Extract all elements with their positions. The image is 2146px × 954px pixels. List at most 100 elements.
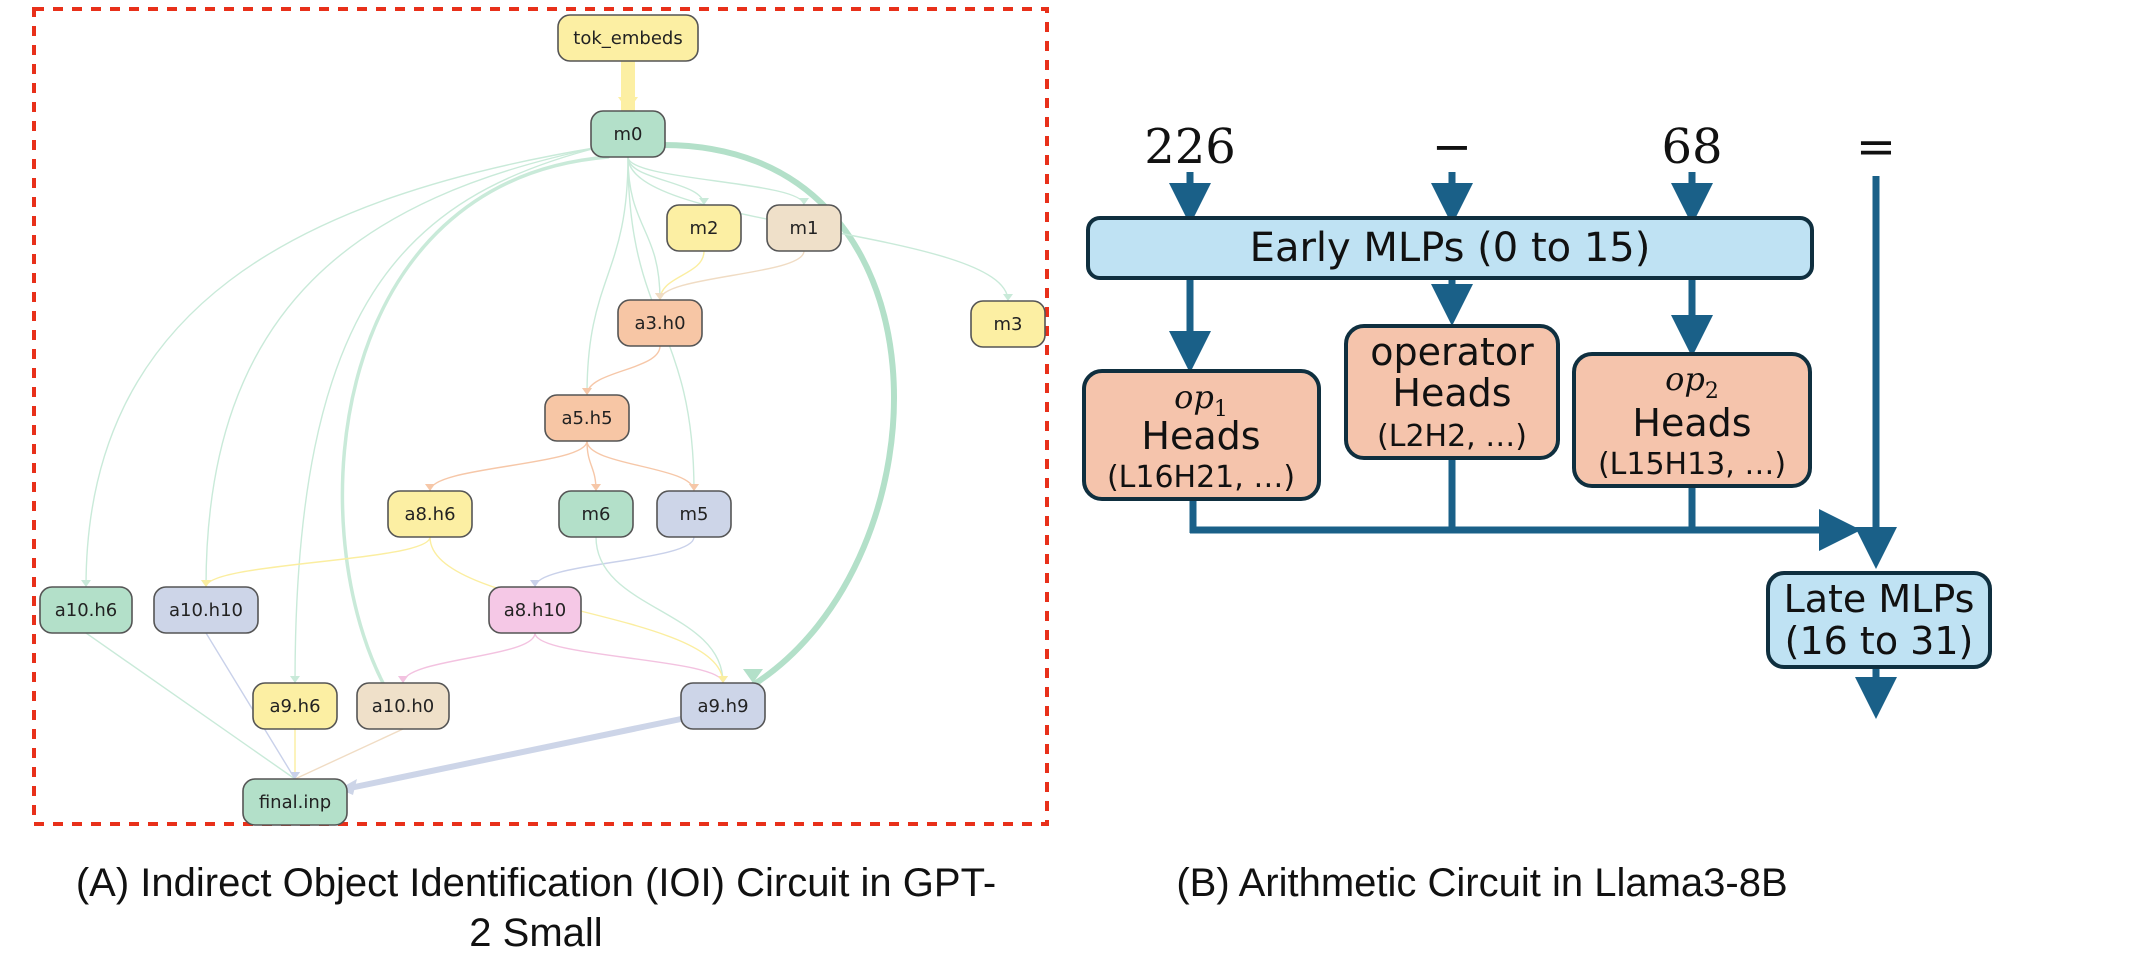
node-a8-h10: a8.h10 <box>488 586 582 634</box>
operator-heads-line1: operator <box>1370 330 1534 374</box>
node-box <box>39 586 133 634</box>
edge-a8-h10-to-a9-h9 <box>534 632 724 684</box>
edge-a5-h5-to-m5 <box>586 440 695 492</box>
node-final-inp: final.inp <box>242 778 348 826</box>
node-a3-h0: a3.h0 <box>617 299 703 347</box>
late-mlps-box <box>1766 571 1992 669</box>
op1-heads-box <box>1082 369 1321 501</box>
edge-a10-h6-to-final-inp <box>85 632 296 780</box>
node-a10-h10: a10.h10 <box>153 586 259 634</box>
node-a8-h6: a8.h6 <box>387 490 473 538</box>
node-box <box>242 778 348 826</box>
edge-arrowhead <box>290 676 300 683</box>
panel-a-ioi-circuit: tok_embeds m0 m2 m1 m3 a3.h0 a5.h5 a8.h6 m6 m5 a10… <box>32 7 1049 826</box>
edge-arrowhead <box>718 676 728 683</box>
edge-arrowhead <box>699 198 709 205</box>
node-box <box>766 204 842 252</box>
node-m1: m1 <box>766 204 842 252</box>
edge-arrowhead <box>689 484 699 491</box>
edge-arrowhead <box>530 580 540 587</box>
caption-panel-b: (B) Arithmetic Circuit in Llama3-8B <box>1176 861 1787 905</box>
node-box <box>558 490 634 538</box>
edge-m2-to-a3-h0 <box>659 250 705 301</box>
edge-arrowhead <box>582 388 592 395</box>
graph-edges <box>81 54 1013 795</box>
arrows-tokens-to-early-mlps <box>1169 172 1897 569</box>
node-box <box>488 586 582 634</box>
op2-heads-label: Heads <box>1632 401 1751 445</box>
op1-heads-label: Heads <box>1141 414 1260 458</box>
node-label: m3 <box>994 314 1023 335</box>
edge-arrowhead <box>398 676 408 683</box>
node-label: a8.h6 <box>404 504 455 525</box>
node-box <box>656 490 732 538</box>
edge-arrowhead <box>290 772 300 779</box>
node-label: tok_embeds <box>573 28 682 49</box>
edge-m0-to-a5-h5 <box>586 156 629 396</box>
operator-heads-box <box>1344 324 1560 460</box>
node-box <box>356 682 450 730</box>
edge-m0-to-a9-h6 <box>294 146 601 684</box>
node-box <box>666 204 742 252</box>
edge-a10-h10-to-final-inp <box>205 632 296 780</box>
node-a9-h9: a9.h9 <box>680 682 766 730</box>
operator-heads-examples: (L2H2, …) <box>1377 419 1527 454</box>
op1-heads-examples: (L16H21, …) <box>1107 460 1295 495</box>
operator-heads-label: Heads <box>1392 371 1511 415</box>
edge-arrowhead <box>743 669 763 683</box>
edge-m0-to-a3-h0 <box>627 156 661 301</box>
node-box <box>617 299 703 347</box>
edge-arrowhead <box>799 198 809 205</box>
op2-heads-box <box>1572 352 1812 488</box>
arrows-heads-to-late-mlps <box>1189 460 1861 551</box>
node-a10-h6: a10.h6 <box>39 586 133 634</box>
node-box <box>680 682 766 730</box>
late-mlps-line1: Late MLPs <box>1784 577 1975 621</box>
node-label: m5 <box>680 504 709 525</box>
node-label: a10.h6 <box>55 600 118 621</box>
token-68: 68 <box>1661 119 1722 175</box>
edge-m0-to-a9-h9 <box>655 141 897 688</box>
node-a10-h0: a10.h0 <box>356 682 450 730</box>
edge-m0-to-m1 <box>627 156 805 206</box>
node-label: m0 <box>614 124 643 145</box>
node-box <box>590 110 666 158</box>
node-label: a10.h0 <box>372 696 435 717</box>
edge-a9-h9-to-final-inp <box>342 716 684 792</box>
node-label: m6 <box>582 504 611 525</box>
token-226: 226 <box>1144 119 1236 175</box>
node-box <box>387 490 473 538</box>
node-label: a3.h0 <box>634 313 685 334</box>
node-label: final.inp <box>259 792 331 813</box>
edge-arrowhead <box>1003 294 1013 301</box>
early-mlps-box <box>1086 216 1814 280</box>
op2-math-label: op2 <box>1665 360 1719 404</box>
node-box <box>970 300 1046 348</box>
panel-b-arithmetic-circuit: 226 − 68 = Early MLPs (0 to 15) op1 Head… <box>1082 119 1992 719</box>
node-label: a5.h5 <box>561 408 612 429</box>
edge-m1-to-a3-h0 <box>659 250 805 301</box>
node-box <box>544 394 630 442</box>
edge-m0-to-a10-h0 <box>340 155 610 685</box>
edge-m5-to-a8-h10 <box>534 536 695 588</box>
edge-arrowhead <box>618 97 638 111</box>
node-m3: m3 <box>970 300 1046 348</box>
node-label: a8.h10 <box>504 600 567 621</box>
node-m2: m2 <box>666 204 742 252</box>
token-equals: = <box>1856 119 1896 175</box>
edge-a3-h0-to-a5-h5 <box>586 345 661 396</box>
node-box <box>557 14 699 62</box>
edge-a10-h0-to-final-inp <box>294 728 404 780</box>
edge-m0-to-a10-h6 <box>85 146 601 588</box>
op1-math-label: op1 <box>1174 378 1228 422</box>
edge-arrowhead <box>425 484 435 491</box>
edge-arrowhead <box>201 580 211 587</box>
node-label: m1 <box>790 218 819 239</box>
edge-arrowhead <box>81 580 91 587</box>
edge-m0-to-m2 <box>627 156 705 206</box>
caption-panel-a-line2: 2 Small <box>469 911 602 954</box>
caption-panel-a-line1: (A) Indirect Object Identification (IOI)… <box>76 861 996 905</box>
edge-arrowhead <box>655 293 665 300</box>
edge-arrowhead <box>591 484 601 491</box>
